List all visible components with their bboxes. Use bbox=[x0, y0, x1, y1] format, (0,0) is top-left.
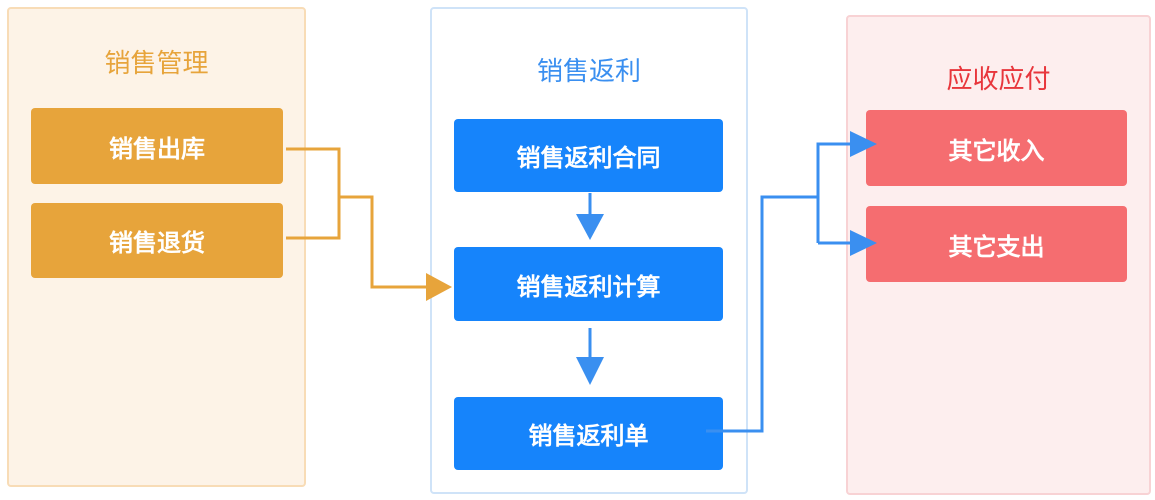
node-other-expense: 其它支出 bbox=[866, 206, 1127, 282]
edge-sales-merge bbox=[339, 195, 428, 289]
arrowhead-into-calculation-top bbox=[576, 214, 604, 240]
node-sales-return: 销售退货 bbox=[31, 203, 283, 278]
node-rebate-calculation: 销售返利计算 bbox=[454, 247, 723, 321]
arrowhead-into-calculation bbox=[426, 273, 452, 301]
edge-voucher-to-income bbox=[816, 142, 852, 243]
sales-rebate-title: 销售返利 bbox=[536, 57, 641, 87]
sales-management-title: 销售管理 bbox=[104, 49, 209, 79]
node-rebate-voucher: 销售返利单 bbox=[454, 397, 723, 470]
node-rebate-contract: 销售返利合同 bbox=[454, 119, 723, 192]
edge-sales-outbound bbox=[286, 147, 341, 197]
node-sales-outbound: 销售出库 bbox=[31, 108, 283, 184]
arrowhead-into-other-income bbox=[850, 131, 877, 157]
edge-voucher-trunk bbox=[706, 195, 818, 433]
receivables-payables-title: 应收应付 bbox=[946, 65, 1051, 95]
edge-sales-return bbox=[286, 197, 341, 240]
arrowhead-into-voucher bbox=[576, 357, 604, 385]
node-other-income: 其它收入 bbox=[866, 110, 1127, 186]
arrowhead-into-other-expense bbox=[850, 230, 877, 256]
